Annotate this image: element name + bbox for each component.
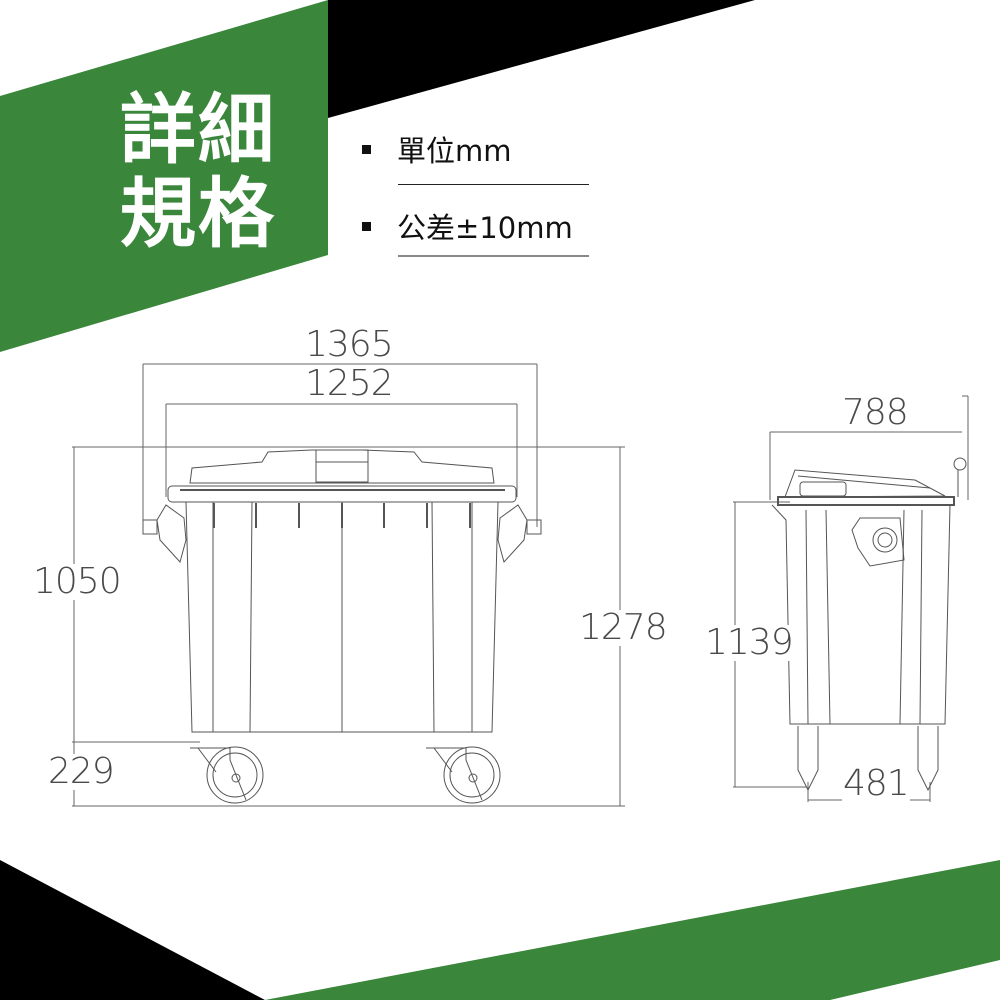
dim-side-height: 1139 [704,622,794,663]
spec-tolerance: 公差±10mm [362,205,573,247]
square-bullet-icon [362,221,371,231]
divider [398,184,589,185]
bottom-black-band [0,860,265,1000]
front-view-bin [142,449,542,804]
spec-unit-label: 單位mm [397,134,512,168]
side-dimension-lines [733,395,969,802]
top-green-band [0,0,328,352]
title-line-1: 詳細 [120,85,276,174]
side-view-bin [771,457,967,792]
spec-tolerance-label: 公差±10mm [397,211,573,245]
dim-side-depth: 788 [841,392,909,433]
title-line-2: 規格 [120,169,276,258]
dim-body-height: 1050 [32,561,122,602]
top-black-band [328,0,755,118]
spec-unit: 單位mm [362,128,512,170]
square-bullet-icon [362,144,371,154]
page-title: 詳細 規格 [120,88,276,256]
dim-overall-width: 1365 [304,324,394,365]
dim-overall-height: 1278 [578,607,668,648]
dim-wheel-height: 229 [47,751,115,792]
front-dimension-lines [72,363,625,807]
bottom-green-band [265,860,1000,1000]
dim-wheel-base: 481 [842,763,910,804]
divider [398,255,589,257]
dim-body-width: 1252 [304,363,394,404]
